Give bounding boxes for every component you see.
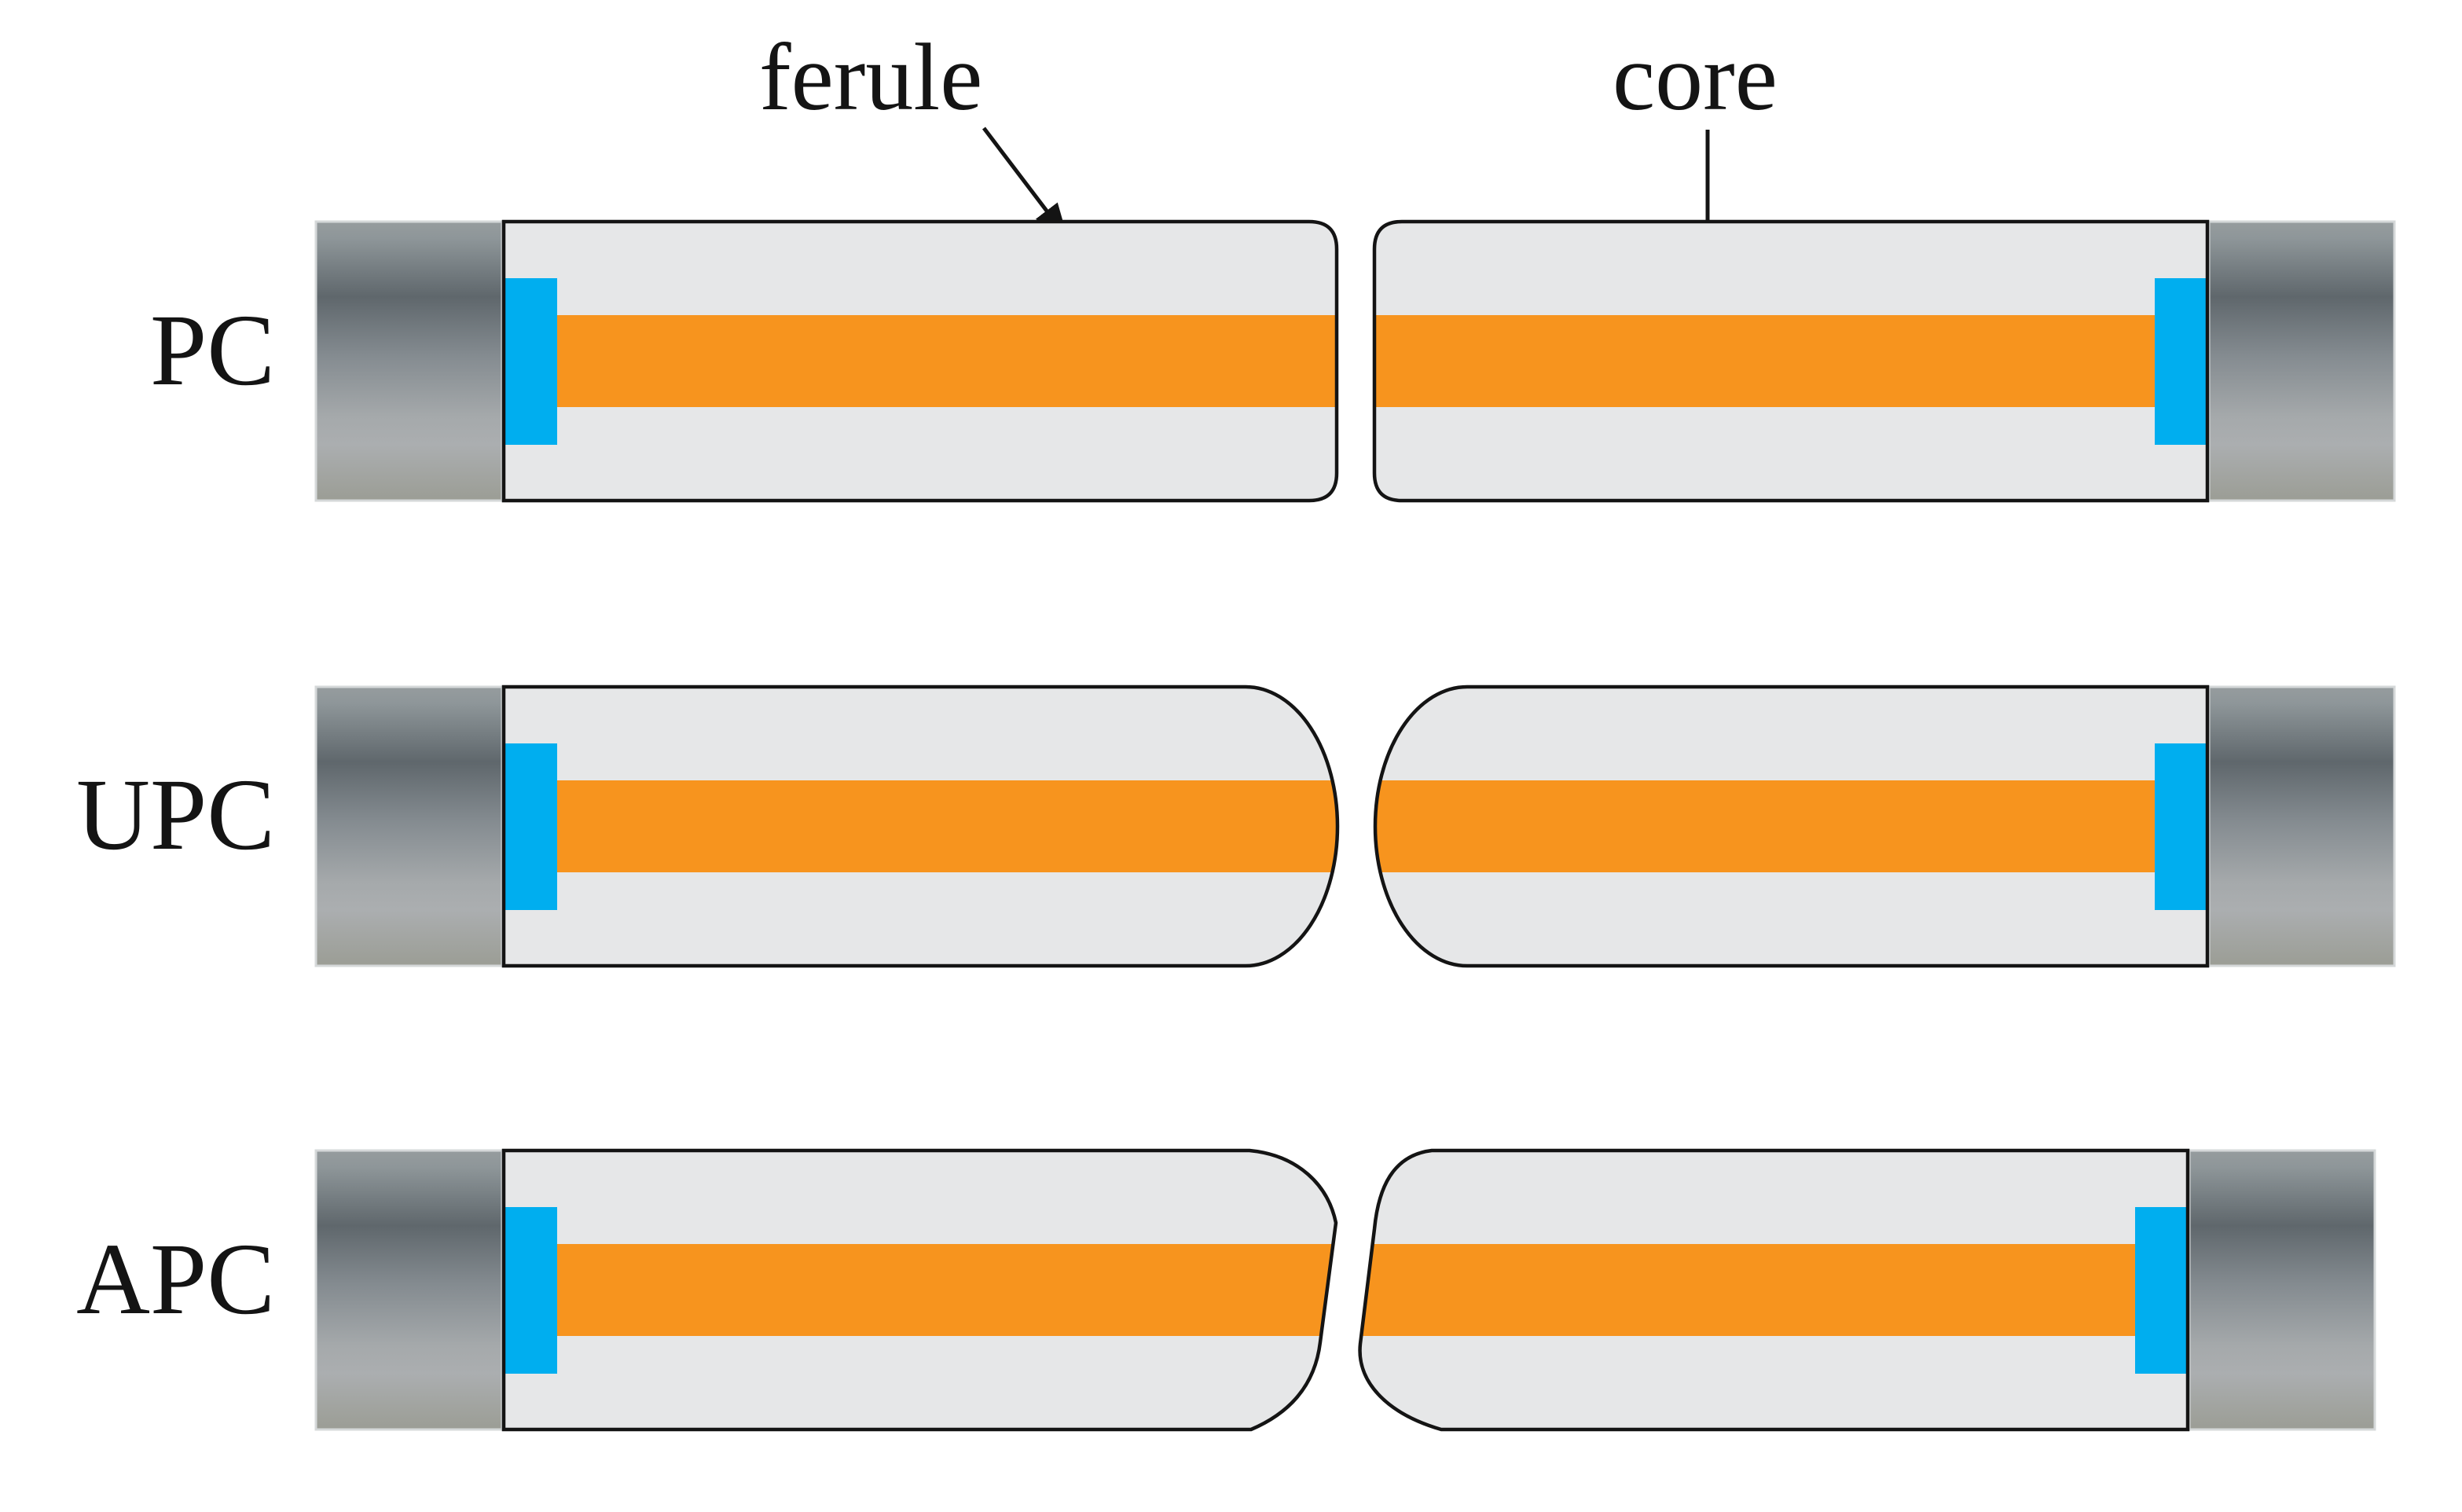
row-label-upc: UPC [76,758,275,872]
apc-left-core [557,1244,1336,1336]
row-label-pc: PC [149,294,275,407]
core-label: core [1613,24,1778,130]
pc-right-fiber-stub [2155,278,2207,445]
upc-left-connector-body [314,685,504,967]
apc-right-fiber-stub [2135,1207,2188,1374]
upc-right-connector-body [2207,685,2396,967]
apc-left-ferrule-outline [501,1148,1338,1432]
pc-left-connector-body [314,220,504,502]
upc-right-fiber-stub [2155,743,2207,910]
upc-right-ferrule-outline [1373,684,2210,968]
pc-row [314,219,2396,503]
pc-left-ferrule-outline [501,219,1339,503]
upc-row [314,684,2396,968]
upc-right-core [1375,780,2155,872]
upc-left-fiber-stub [505,743,557,910]
pc-left-core [557,315,1335,407]
apc-left-fiber-stub [505,1207,557,1374]
apc-right-connector-body [2188,1149,2376,1431]
apc-right-core [1359,1244,2135,1336]
apc-row [314,1148,2376,1432]
upc-left-core [557,780,1337,872]
pc-right-connector-body [2207,220,2396,502]
apc-right-ferrule-outline [1358,1148,2190,1432]
upc-left-ferrule-outline [501,684,1340,968]
pc-right-core [1376,315,2155,407]
ferule-label: ferule [759,24,983,130]
row-label-apc: APC [76,1223,275,1336]
pc-left-fiber-stub [505,278,557,445]
apc-left-connector-body [314,1149,504,1431]
pc-right-ferrule-outline [1372,219,2210,503]
